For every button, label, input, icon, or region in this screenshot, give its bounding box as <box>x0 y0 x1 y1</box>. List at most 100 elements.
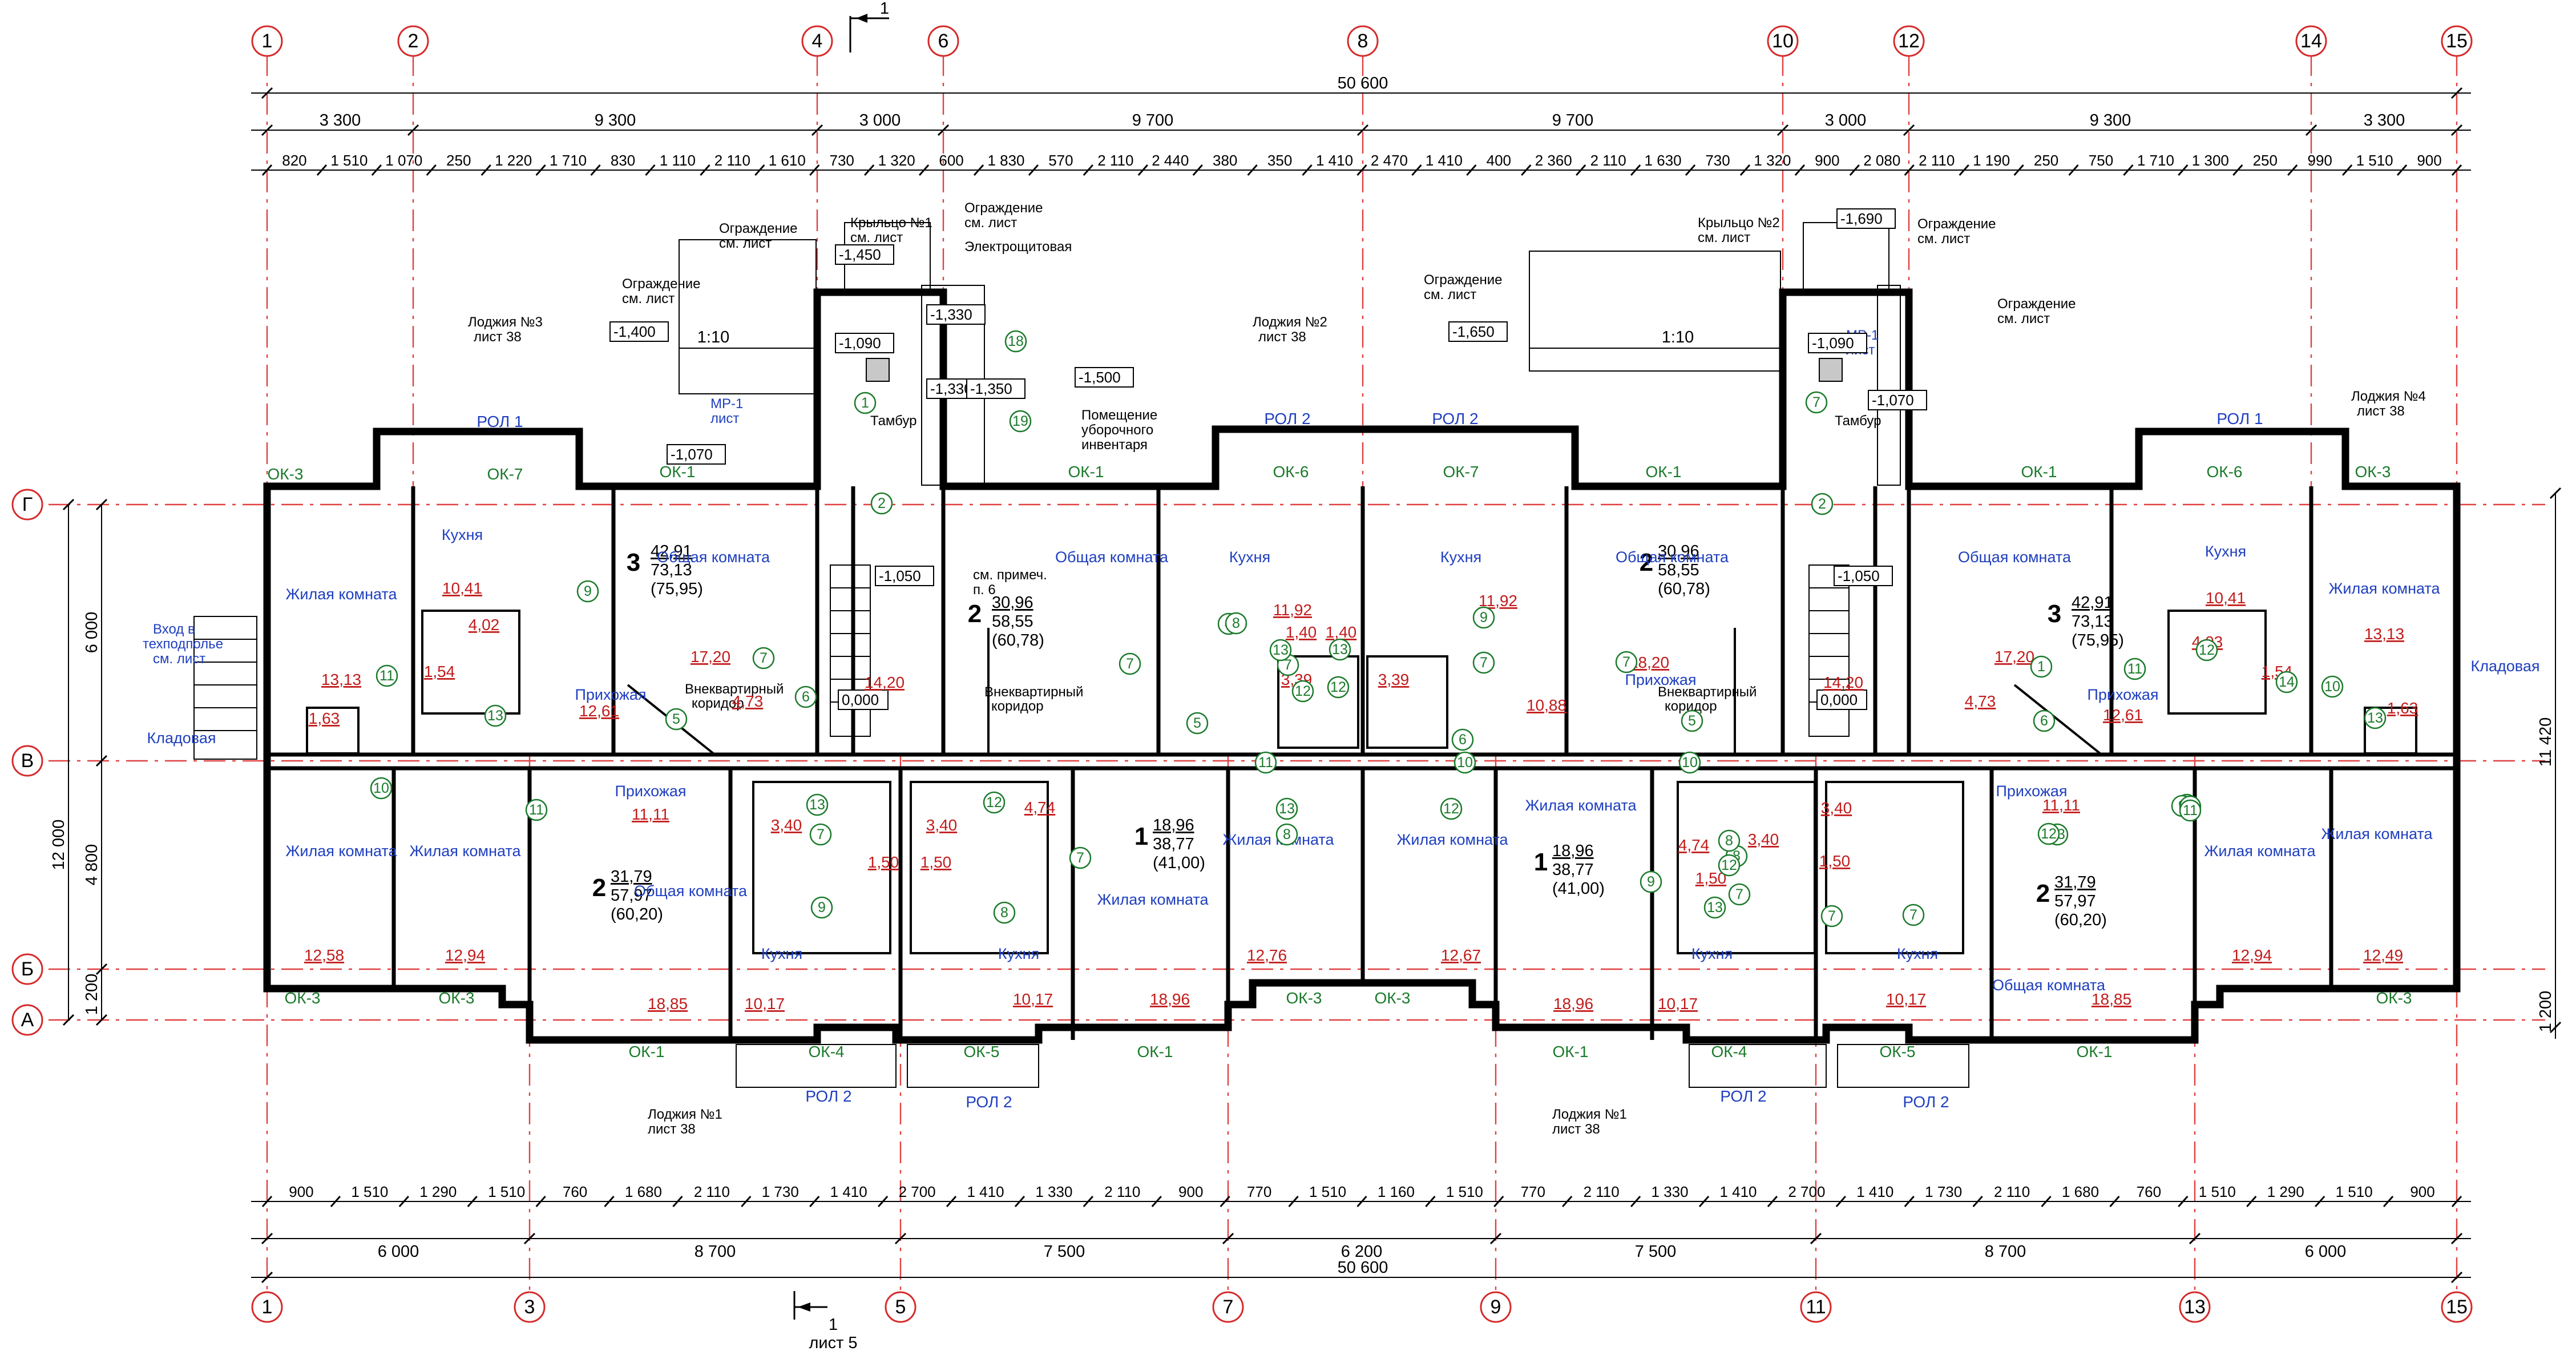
room-area: 4,73 <box>1965 692 1996 710</box>
callout-number: 12 <box>1721 857 1737 873</box>
room-area: 18,96 <box>1150 990 1190 1008</box>
callout-bubble <box>1472 606 1495 629</box>
room-labels: Кухня Жилая комната Общая комната Прихож… <box>285 526 2440 994</box>
callout-number: 9 <box>818 900 826 916</box>
mp-label: лист <box>710 411 739 426</box>
room-kitchen: Кухня <box>1897 945 1938 962</box>
dimension-text: 1 070 <box>385 152 422 169</box>
dimension-tick <box>1083 164 1093 176</box>
axis-label: Г <box>22 494 33 515</box>
apartment-living-area: 42,91 <box>651 542 692 560</box>
dimension-text: 1 160 <box>1378 1183 1415 1200</box>
dimension-tick <box>1630 1196 1641 1207</box>
room-corridor: Внеквартирный <box>1658 684 1757 700</box>
dimension-text: 1 410 <box>1316 152 1353 169</box>
dimension-text: 2 110 <box>1919 152 1955 169</box>
dimension-tick <box>467 1196 478 1207</box>
callout-bubble <box>1820 905 1843 927</box>
room-area: 1,40 <box>1326 623 1357 641</box>
room-area: 3,40 <box>926 816 958 834</box>
apartment-extra-area: (60,20) <box>611 905 663 924</box>
dimension-text: 1 630 <box>1645 152 1682 169</box>
callout-number: 12 <box>986 795 1002 810</box>
room-area: 13,13 <box>2364 625 2404 643</box>
dimension-text: 9 300 <box>2090 111 2131 130</box>
dimension-text: 730 <box>830 152 854 169</box>
level-mark: -1,330 <box>930 380 972 397</box>
dimension-text: 2 440 <box>1152 152 1189 169</box>
dimension-text: 1 110 <box>660 152 696 169</box>
callout-number: 2 <box>1818 496 1826 512</box>
apartment-living-area: 31,79 <box>611 868 652 886</box>
callout-bubble <box>1640 870 1662 893</box>
dimension-top-row1: 3 300 9 300 3 000 9 700 9 700 3 000 9 30… <box>251 111 2471 136</box>
entrance-note: см. лист <box>153 651 205 667</box>
dimension-tick <box>1767 1196 1778 1207</box>
dimension-text: 9 300 <box>595 111 636 130</box>
callout-number: 11 <box>529 802 544 818</box>
dimension-tick <box>2246 1196 2257 1207</box>
callout-number: 8 <box>1283 826 1291 842</box>
room-area: 1,50 <box>868 853 899 871</box>
callout-number: 7 <box>1909 907 1917 923</box>
level-mark: 0,000 <box>842 691 879 708</box>
level-mark: -1,090 <box>839 334 881 352</box>
dimension-tick <box>2068 164 2079 176</box>
callout-number: 7 <box>1622 654 1630 670</box>
dimension-text: 760 <box>2137 1183 2161 1200</box>
callout-bubble <box>1186 712 1209 735</box>
callout-bubble <box>1254 751 1277 774</box>
dimension-tick <box>1849 164 1860 176</box>
axis-label: 15 <box>2446 30 2468 52</box>
room-area: 12,61 <box>579 702 619 720</box>
porch-left: 1:10 <box>679 239 817 394</box>
loggia-label: Лоджия №3 <box>468 314 543 330</box>
cleaning-room-label: уборочного <box>1081 422 1153 438</box>
dimension-text: 2 080 <box>1863 152 1900 169</box>
window-mark: ОК-1 <box>1646 463 1682 481</box>
level-box <box>835 333 894 353</box>
callout-bubble <box>1004 330 1027 353</box>
scale-text: 1:10 <box>697 328 729 346</box>
dimension-tick <box>1972 1196 1983 1207</box>
apartment-extra-area: (75,95) <box>2072 631 2124 650</box>
dimension-text: 820 <box>282 152 306 169</box>
callout-bubble <box>2123 658 2146 680</box>
loggia-bottom <box>736 1044 1969 1088</box>
callout-bubble <box>1327 676 1350 699</box>
callout-number: 5 <box>672 711 680 727</box>
level-box <box>1836 208 1896 229</box>
axis-label: 4 <box>812 30 823 52</box>
basement-entry-stair <box>193 616 257 760</box>
dimension-tick <box>2396 164 2408 176</box>
room-area: 3,40 <box>1748 830 1779 848</box>
rol-mark: РОЛ 2 <box>966 1093 1012 1111</box>
dimension-left: 6 000 4 800 1 200 12 000 <box>50 498 108 1026</box>
dimension-tick <box>2451 164 2462 176</box>
dimension-text: 6 000 <box>83 612 101 654</box>
dimension-tick <box>2315 1196 2325 1207</box>
window-mark: ОК-6 <box>1273 463 1309 481</box>
fence-label: Ограждение <box>719 221 798 236</box>
dimension-tick <box>1739 164 1751 176</box>
dimension-tick <box>1411 164 1422 176</box>
callout-number: 5 <box>1688 713 1696 729</box>
dimension-text: 3 300 <box>320 111 361 130</box>
scale-text: 1:10 <box>1662 328 1694 346</box>
axis-label: 15 <box>2446 1296 2468 1318</box>
loggia-label: лист 38 <box>648 1122 696 1137</box>
dimension-tick <box>1521 164 1532 176</box>
callout-number: 7 <box>1076 850 1084 866</box>
dimension-text: 11 420 <box>2537 717 2555 767</box>
apartment-2-bottom-left: 2 31,79 57,97 (60,20) <box>592 868 663 924</box>
room-kitchen: Кухня <box>761 945 802 962</box>
callout-bubble <box>1275 823 1298 846</box>
room-kitchen: Кухня <box>1229 549 1270 566</box>
room-area: 12,61 <box>2103 706 2143 724</box>
callout-number: 8 <box>1000 905 1008 921</box>
level-mark: -1,350 <box>970 380 1012 397</box>
callout-bubble <box>1718 854 1741 877</box>
level-mark: -1,050 <box>1838 567 1880 584</box>
level-mark: -1,650 <box>1452 323 1495 340</box>
